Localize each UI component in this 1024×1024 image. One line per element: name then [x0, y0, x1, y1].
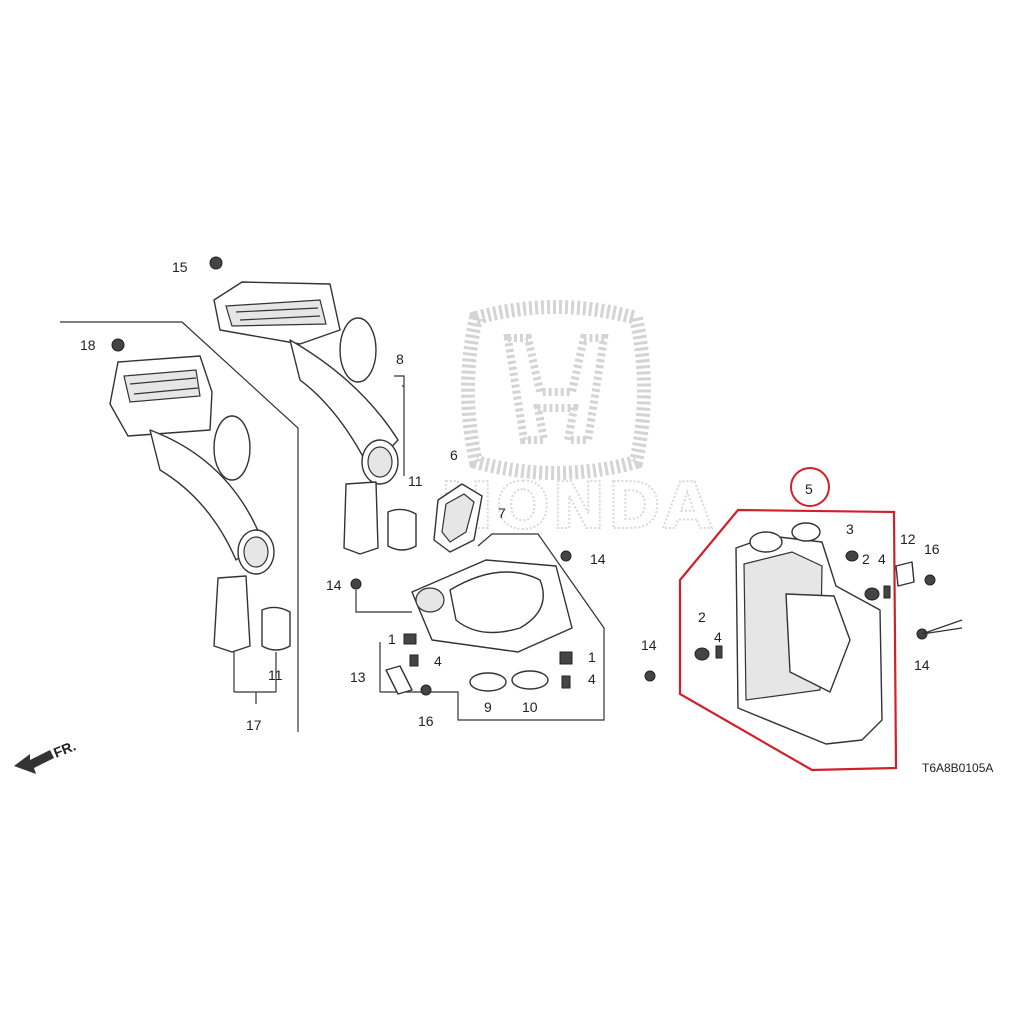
- callout-14c: 14: [641, 637, 657, 653]
- bolt-14a: [350, 578, 362, 590]
- bolt-14c: [644, 670, 656, 682]
- bracket-13: [385, 665, 413, 695]
- bolt-14b: [560, 550, 572, 562]
- cap-3: [845, 550, 859, 562]
- part7-bracket-line: [379, 533, 605, 721]
- seal-ring-left: [261, 606, 291, 651]
- callout-4b: 4: [588, 671, 596, 687]
- callout-16a: 16: [418, 713, 434, 729]
- highlight-callout-circle: [790, 467, 830, 507]
- callout-1a: 1: [388, 631, 396, 647]
- leader-8: [394, 375, 405, 476]
- callout-1b: 1: [588, 649, 596, 665]
- callout-14a: 14: [326, 577, 342, 593]
- callout-2a: 2: [698, 609, 706, 625]
- honda-watermark-logo: HONDA: [439, 300, 714, 545]
- clip-15: [209, 256, 223, 270]
- callout-10: 10: [522, 699, 538, 715]
- leader-17: [233, 652, 277, 704]
- seal-ring-right: [387, 508, 417, 551]
- cap-1b: [559, 651, 573, 665]
- grommet-2a: [694, 647, 710, 661]
- intake-gasket-inner: [441, 493, 475, 543]
- callout-8: 8: [396, 351, 404, 367]
- callout-5: 5: [805, 481, 813, 497]
- callout-7: 7: [498, 505, 506, 521]
- callout-4c: 4: [714, 629, 722, 645]
- screw-4c: [715, 645, 723, 659]
- reservoir-tank: [735, 522, 883, 745]
- callout-4d: 4: [878, 551, 886, 567]
- seal-9: [469, 672, 507, 692]
- callout-6: 6: [450, 447, 458, 463]
- bolt-18: [111, 338, 125, 352]
- leader-14d: [921, 619, 963, 635]
- screw-4b: [561, 675, 571, 689]
- screw-4a: [409, 654, 419, 667]
- callout-2b: 2: [862, 551, 870, 567]
- diagram-code: T6A8B0105A: [922, 761, 993, 775]
- bolt-16a: [420, 684, 432, 696]
- callout-16b: 16: [924, 541, 940, 557]
- leader-14a: [355, 590, 412, 613]
- bracket-12: [895, 561, 915, 587]
- callout-13: 13: [350, 669, 366, 685]
- callout-4a: 4: [434, 653, 442, 669]
- callout-11-left: 11: [268, 667, 283, 683]
- front-marker-label: FR.: [51, 737, 78, 760]
- callout-15: 15: [172, 259, 188, 275]
- callout-12: 12: [900, 531, 916, 547]
- resonator-chamber: [411, 559, 573, 653]
- callout-11-right: 11: [408, 473, 423, 489]
- callout-14d: 14: [914, 657, 930, 673]
- right-air-duct: [213, 281, 399, 555]
- bolt-16b: [924, 574, 936, 586]
- left-frame-line: [60, 321, 299, 732]
- honda-watermark-text: HONDA: [440, 470, 714, 544]
- front-direction-arrow: [14, 750, 54, 774]
- highlight-outline: [678, 508, 898, 772]
- screw-4d: [883, 585, 891, 599]
- callout-14b: 14: [590, 551, 606, 567]
- callout-9: 9: [484, 699, 492, 715]
- cap-1a: [403, 633, 417, 645]
- grommet-2b: [864, 587, 880, 601]
- left-air-duct: [109, 355, 275, 653]
- callout-18: 18: [80, 337, 96, 353]
- callout-17: 17: [246, 717, 262, 733]
- callout-3: 3: [846, 521, 854, 537]
- seal-10: [511, 670, 549, 690]
